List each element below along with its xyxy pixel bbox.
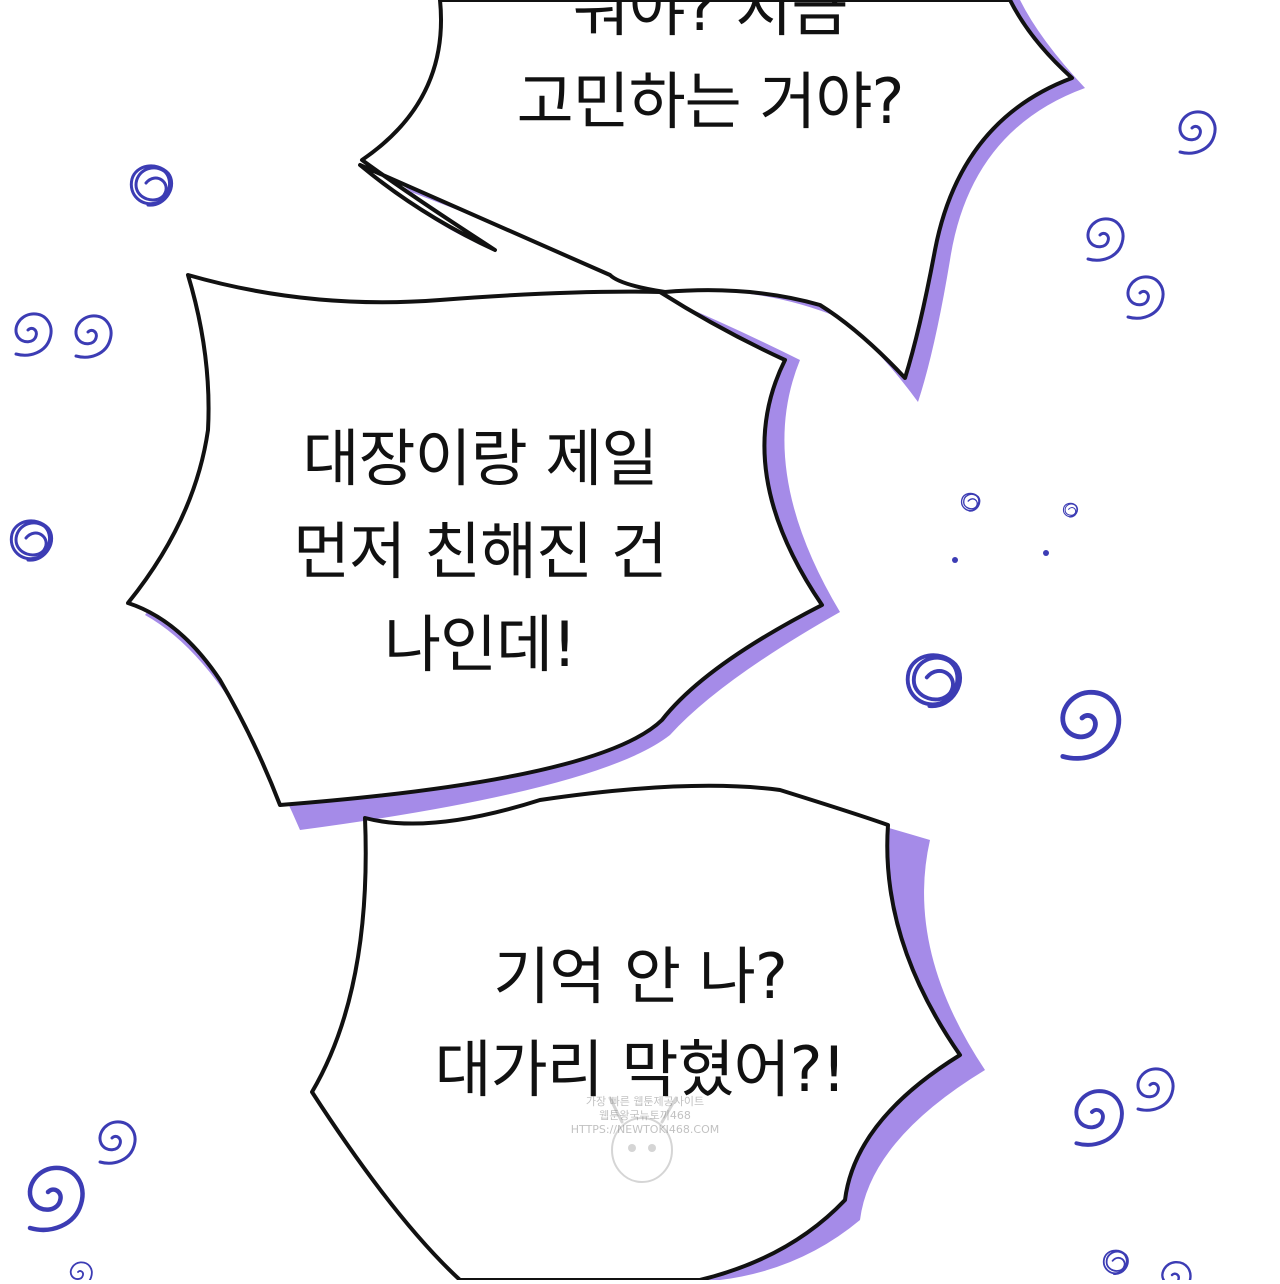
speech-bubble-2 [126, 273, 840, 830]
bubble-1-body [358, 0, 1074, 380]
swirl-doodle-icon [69, 1261, 93, 1284]
bubble-2-line: 대장이랑 제일 [302, 422, 659, 495]
bubble-3-line: 기억 안 나? [493, 940, 787, 1013]
swirl-doodle-icon [14, 312, 53, 357]
scribble-ball-icon [905, 653, 963, 709]
dot-doodle [952, 557, 958, 563]
watermark-line: 웹툰왕국뉴토끼468 [599, 1108, 691, 1122]
swirl-doodle-icon [1063, 692, 1119, 758]
swirl-doodle-icon [1178, 110, 1217, 155]
dot-doodle [1043, 550, 1049, 556]
swirl-doodle-icon [30, 1168, 83, 1230]
rabbit-mascot-icon [608, 1096, 678, 1183]
swirl-doodles [9, 110, 1217, 1284]
speech-bubble-3 [310, 783, 985, 1282]
swirl-doodle-icon [98, 1120, 137, 1165]
bubble-1-line: 고민하는 거야? [516, 65, 905, 138]
speech-bubble-1 [358, 0, 1085, 402]
scribble-ball-icon [1102, 1249, 1129, 1275]
scribble-ball-icon [129, 164, 174, 207]
watermark-line: HTTPS://NEWTOKI468.COM [570, 1122, 720, 1136]
bubble-3-line: 대가리 막혔어?! [434, 1033, 847, 1106]
bubble-1-line: 뭐야? 지금 [572, 0, 849, 45]
scribble-ball-icon [960, 492, 981, 512]
watermark-line: 가장 빠른 웹툰제공사이트 [585, 1095, 705, 1108]
bubble-3-text: 기억 안 나? 대가리 막혔어?! [360, 930, 920, 1116]
swirl-doodle-icon [1086, 217, 1125, 262]
swirl-doodle-icon [74, 314, 113, 359]
scribble-ball-icon [1062, 502, 1079, 518]
bubble-2-line: 먼저 친해진 건 [293, 515, 668, 588]
swirl-doodle-icon [1126, 275, 1165, 320]
bubble-1-text: 뭐야? 지금 고민하는 거야? [430, 0, 990, 148]
swirl-doodle-icon [1136, 1067, 1175, 1112]
bubble-3-body [310, 783, 962, 1282]
scribble-ball-icon [9, 519, 54, 562]
bubble-2-body [126, 273, 824, 807]
swirl-doodle-icon [1161, 1260, 1192, 1284]
bubble-2-line: 나인데! [384, 608, 577, 681]
site-watermark: 가장 빠른 웹툰제공사이트 웹툰왕국뉴토끼468 HTTPS://NEWTOKI… [570, 1095, 720, 1136]
swirl-doodle-icon [1074, 1089, 1124, 1147]
bubble-2-text: 대장이랑 제일 먼저 친해진 건 나인데! [200, 412, 760, 691]
